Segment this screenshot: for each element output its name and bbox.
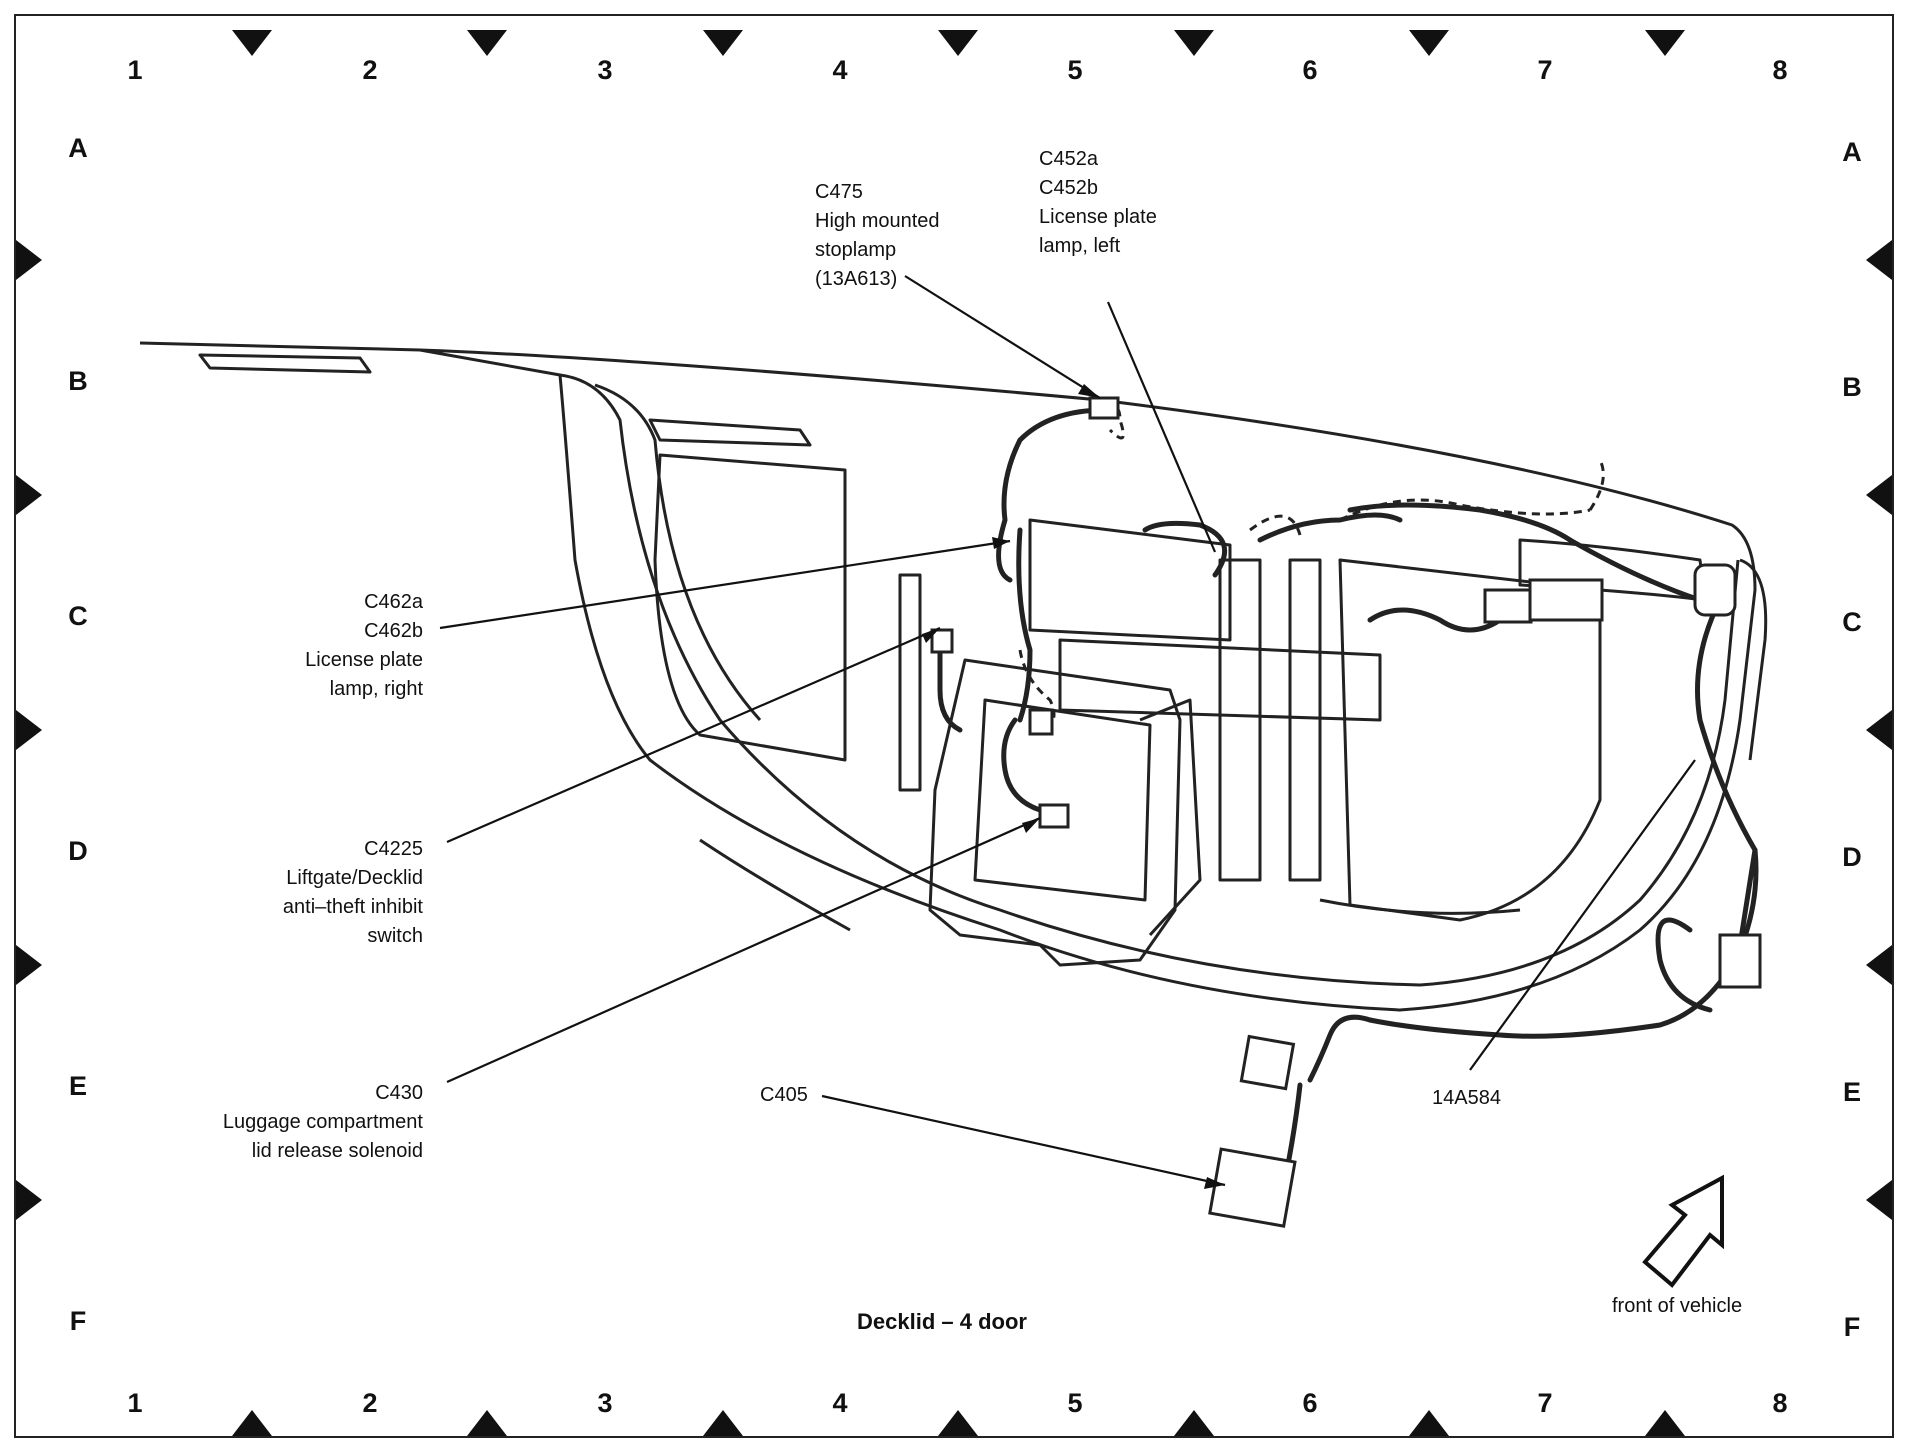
col-label-3-bottom: 3 <box>597 1388 613 1418</box>
callout-c4225-line-4: switch <box>367 925 423 947</box>
callout-c475-line-4: (13A613) <box>815 268 898 290</box>
col-label-1: 1 <box>127 55 143 85</box>
col-label-2: 2 <box>362 55 378 85</box>
col-label-2-bottom: 2 <box>362 1388 378 1418</box>
callout-c452-line-2: C452b <box>1039 177 1098 199</box>
callout-c452: C452a C452b License plate lamp, left <box>1039 145 1157 261</box>
callout-14a584: 14A584 <box>1432 1084 1501 1113</box>
col-label-7-bottom: 7 <box>1537 1388 1553 1418</box>
callout-c430-line-3: lid release solenoid <box>251 1140 423 1162</box>
callout-c462-line-4: lamp, right <box>329 678 423 700</box>
row-label-e-right: E <box>1842 1077 1861 1107</box>
callout-c452-line-4: lamp, left <box>1039 235 1121 257</box>
callout-c462-line-2: C462b <box>364 620 423 642</box>
callout-c452-line-1: C452a <box>1039 148 1098 170</box>
row-label-f: F <box>69 1306 87 1336</box>
leader-arrowheads <box>922 384 1225 1189</box>
callout-c475: C475 High mounted stoplamp (13A613) <box>815 178 940 294</box>
diagram-frame <box>14 14 1894 1438</box>
row-label-c: C <box>68 601 88 631</box>
row-label-b-right: B <box>1842 372 1862 402</box>
callout-c405: C405 <box>760 1081 808 1110</box>
col-label-3: 3 <box>597 55 613 85</box>
front-of-vehicle-text: front of vehicle <box>1612 1295 1743 1317</box>
front-arrow-icon <box>1642 1174 1724 1288</box>
row-label-c-right: C <box>1842 607 1862 637</box>
col-label-5: 5 <box>1067 55 1083 85</box>
col-label-4: 4 <box>832 55 848 85</box>
row-label-a: A <box>68 133 88 163</box>
callout-c430-line-1: C430 <box>375 1082 423 1104</box>
callout-c405-line-1: C405 <box>760 1084 808 1106</box>
col-label-6-bottom: 6 <box>1302 1388 1318 1418</box>
callout-c475-line-1: C475 <box>815 181 863 203</box>
callout-c475-line-2: High mounted <box>815 210 940 232</box>
callout-c430-line-2: Luggage compartment <box>222 1111 423 1133</box>
col-label-8: 8 <box>1772 55 1788 85</box>
callout-14a584-line-1: 14A584 <box>1432 1087 1501 1109</box>
wiring-harness <box>937 407 1759 1213</box>
diagram-caption: Decklid – 4 door <box>857 1309 1027 1334</box>
latch-housing <box>928 658 1202 967</box>
callout-c4225-line-1: C4225 <box>364 838 423 860</box>
col-label-7: 7 <box>1537 55 1553 85</box>
callout-c475-line-3: stoplamp <box>815 239 897 261</box>
row-label-d-right: D <box>1842 842 1862 872</box>
callout-c462-line-3: License plate <box>305 649 423 671</box>
callout-c452-line-3: License plate <box>1039 206 1157 228</box>
col-label-5-bottom: 5 <box>1067 1388 1083 1418</box>
callout-c462-line-1: C462a <box>364 591 423 613</box>
leader-lines <box>439 275 1696 1187</box>
col-label-4-bottom: 4 <box>832 1388 848 1418</box>
row-label-b: B <box>68 366 88 396</box>
row-label-f-right: F <box>1843 1312 1861 1342</box>
row-label-d: D <box>68 836 88 866</box>
col-label-1-bottom: 1 <box>127 1388 143 1418</box>
connectors <box>930 396 1762 1228</box>
row-label-a-right: A <box>1842 137 1862 167</box>
col-label-8-bottom: 8 <box>1772 1388 1788 1418</box>
border-markers <box>16 30 1892 1436</box>
callout-c4225: C4225 Liftgate/Decklid anti–theft inhibi… <box>230 835 423 951</box>
col-label-6: 6 <box>1302 55 1318 85</box>
callout-c4225-line-2: Liftgate/Decklid <box>286 867 423 889</box>
callout-c4225-line-3: anti–theft inhibit <box>282 896 423 918</box>
row-label-e: E <box>68 1071 87 1101</box>
callout-c430: C430 Luggage compartment lid release sol… <box>180 1079 423 1166</box>
front-of-vehicle-label: front of vehicle <box>1612 1292 1742 1321</box>
callout-c462: C462a C462b License plate lamp, right <box>230 588 423 704</box>
